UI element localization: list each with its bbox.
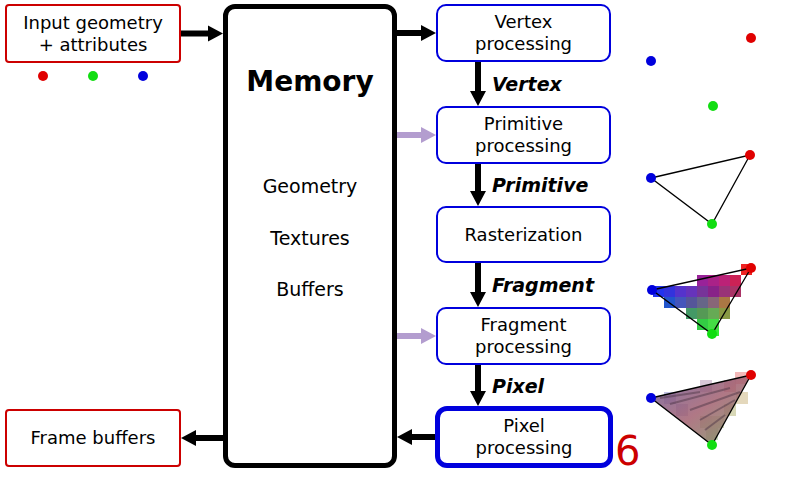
fragment-cell xyxy=(719,286,730,297)
fragment-cell xyxy=(708,286,719,297)
vertex-dot xyxy=(646,393,656,403)
stage-box: Rasterization xyxy=(436,206,611,263)
flow-arrow xyxy=(412,434,435,440)
attribute-dot xyxy=(88,71,98,81)
edge-label: Vertex xyxy=(492,73,562,95)
vertex-dot xyxy=(707,329,717,339)
attribute-dot xyxy=(38,71,48,81)
edge-label: Pixel xyxy=(492,375,544,397)
memory-box: MemoryGeometryTexturesBuffers xyxy=(223,4,397,468)
flow-arrow xyxy=(397,30,421,36)
vertex-dot xyxy=(646,173,656,183)
fragment-cell xyxy=(686,297,697,308)
flow-arrow xyxy=(475,365,481,391)
stage-box: Primitive processing xyxy=(436,106,611,164)
flow-arrow xyxy=(475,62,481,91)
texture-streak xyxy=(660,388,740,430)
stage-box: Fragment processing xyxy=(436,307,611,365)
textured-triangle xyxy=(651,375,751,445)
vertex-dot xyxy=(746,33,756,43)
memory-item: Geometry xyxy=(228,175,392,198)
vertex-dot xyxy=(647,285,657,295)
primitive-triangle xyxy=(651,155,750,224)
fragment-cell xyxy=(697,275,708,286)
node-text: Input geometry + attributes xyxy=(15,12,171,55)
memory-access-arrow xyxy=(397,333,421,339)
node-text: Pixel processing xyxy=(454,415,594,458)
fragment-cell xyxy=(686,286,697,297)
fragment-cell xyxy=(708,297,719,308)
memory-item: Textures xyxy=(228,227,392,250)
vertex-dot xyxy=(646,56,656,66)
fragment-cell xyxy=(708,308,719,319)
vertex-dot xyxy=(746,370,756,380)
fragment-cell xyxy=(730,275,741,286)
memory-item: Buffers xyxy=(228,278,392,301)
node-text: Rasterization xyxy=(464,224,582,246)
flow-arrow xyxy=(475,164,481,191)
node-text: Fragment processing xyxy=(452,314,595,357)
vertex-dot xyxy=(707,219,717,229)
fragment-cell xyxy=(697,297,708,308)
memory-access-arrow xyxy=(397,132,421,138)
vertex-dot xyxy=(745,150,755,160)
output-box: Frame buffers xyxy=(5,409,181,467)
vertex-dot xyxy=(707,440,717,450)
edge-label: Primitive xyxy=(492,174,588,196)
edge-label: Fragment xyxy=(492,274,594,296)
attribute-dot xyxy=(138,71,148,81)
node-text: Primitive processing xyxy=(452,113,595,156)
memory-heading: Memory xyxy=(228,65,392,99)
fragment-cell xyxy=(675,297,686,308)
vertex-dot xyxy=(746,263,756,273)
fragment-cell xyxy=(697,286,708,297)
callout-number: 6 xyxy=(615,431,640,471)
node-text: Vertex processing xyxy=(452,11,595,54)
input-box: Input geometry + attributes xyxy=(5,4,181,63)
fragment-cell xyxy=(675,286,686,297)
primitive-triangle xyxy=(651,375,751,445)
fragment-cell xyxy=(664,286,675,297)
primitive-triangle xyxy=(652,268,751,334)
flow-arrow xyxy=(475,263,481,292)
fragment-cell xyxy=(686,308,697,319)
stage-box: Vertex processing xyxy=(436,4,611,62)
flow-arrow xyxy=(196,435,223,441)
fragment-cell xyxy=(719,275,730,286)
node-text: Frame buffers xyxy=(31,427,156,449)
stage-box: Pixel processing xyxy=(435,406,613,468)
fragment-cell xyxy=(697,308,708,319)
vertex-dot xyxy=(708,101,718,111)
flow-arrow xyxy=(181,31,208,37)
fragment-grid xyxy=(653,264,752,336)
